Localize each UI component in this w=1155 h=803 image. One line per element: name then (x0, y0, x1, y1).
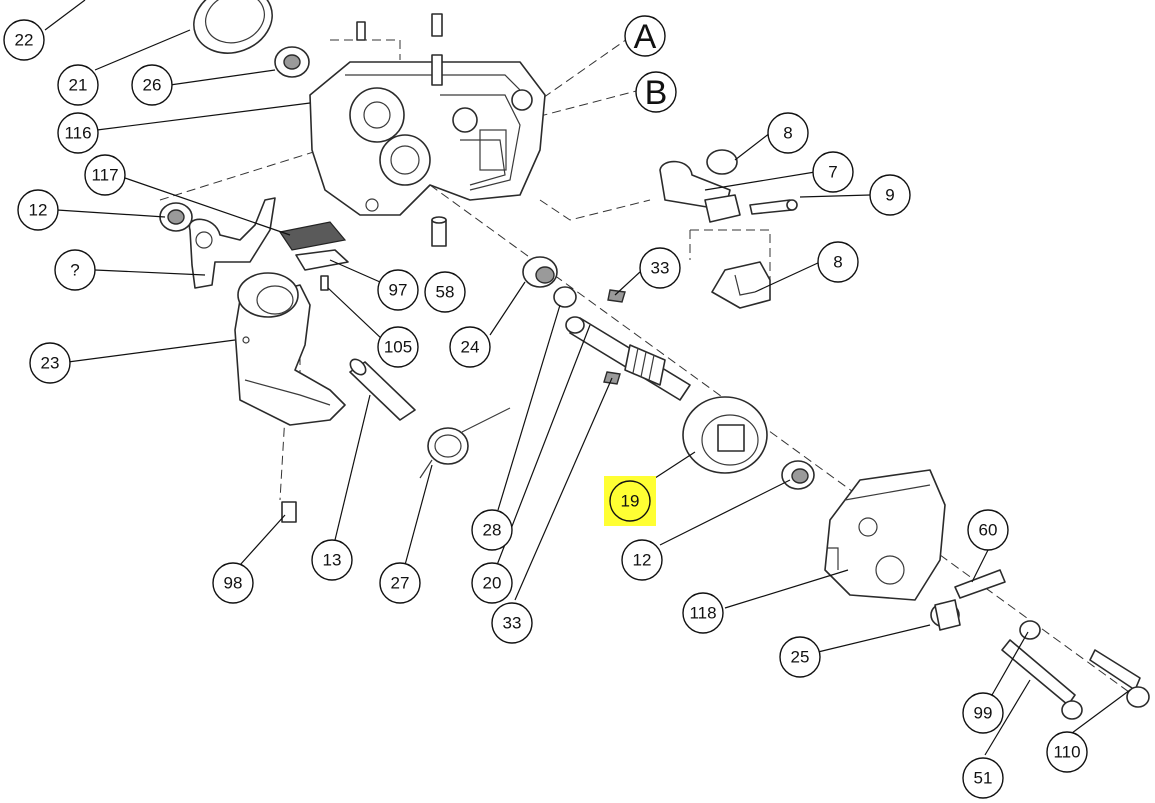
callout-9[interactable]: 9 (869, 174, 911, 216)
leader-lines (44, 0, 1131, 756)
end-housing-118-part (824, 469, 946, 601)
callout-label: 20 (483, 574, 502, 593)
callout-99[interactable]: 99 (962, 692, 1004, 734)
callout-label: 28 (483, 521, 502, 540)
callout-22[interactable]: 22 (3, 19, 45, 61)
callout-116[interactable]: 116 (57, 112, 99, 154)
callout-label: 98 (224, 574, 243, 593)
washer-part (274, 46, 310, 78)
callout-label: ? (70, 261, 79, 280)
callout-label: 51 (974, 769, 993, 788)
callout-label: 117 (91, 166, 118, 185)
callout-label: 25 (791, 648, 810, 667)
link-assembly-part (659, 149, 798, 223)
callout-label: 60 (979, 521, 998, 540)
callout-19-highlighted[interactable]: 19 (604, 476, 656, 526)
reference-label-B: B (645, 74, 668, 112)
bracket-23-part (234, 272, 346, 426)
spring-27-part (419, 407, 511, 479)
callout-33-bottom[interactable]: 33 (491, 602, 533, 644)
callout-105[interactable]: 105 (377, 326, 419, 368)
tube-13-part (349, 358, 416, 421)
callout-label: 110 (1053, 743, 1080, 762)
callout-110[interactable]: 110 (1046, 731, 1088, 773)
pin-58-part (431, 216, 447, 247)
callout-24[interactable]: 24 (449, 326, 491, 368)
washer-28-part (553, 286, 577, 308)
callout-27[interactable]: 27 (379, 562, 421, 604)
callout-60[interactable]: 60 (967, 509, 1009, 551)
clamp-8-part (711, 261, 771, 309)
callout-20[interactable]: 20 (471, 562, 513, 604)
callout-label: 12 (633, 551, 652, 570)
callout-23[interactable]: 23 (29, 342, 71, 384)
callout-label: 12 (29, 201, 48, 220)
callout-label: 8 (833, 253, 842, 272)
callout-51[interactable]: 51 (962, 757, 1004, 799)
lever-part (188, 197, 276, 289)
callout-label: 97 (389, 281, 408, 300)
callout-label: 33 (503, 614, 522, 633)
main-housing-part (309, 13, 546, 216)
callout-118[interactable]: 118 (682, 592, 724, 634)
callout-label: 26 (143, 76, 162, 95)
callout-label: 21 (69, 76, 88, 95)
callout-label: 22 (15, 31, 34, 50)
pin-98-part (281, 501, 297, 523)
shaft-20-part (565, 316, 691, 401)
callout-7[interactable]: 7 (812, 151, 854, 193)
callout-97[interactable]: 97 (377, 269, 419, 311)
callout-label: 33 (651, 259, 670, 278)
callout-26[interactable]: 26 (131, 64, 173, 106)
callout-label: 13 (323, 551, 342, 570)
seal-ring-part (193, 0, 273, 54)
gear-19-part (682, 396, 768, 474)
callout-33-top[interactable]: 33 (639, 247, 681, 289)
bolt-51-part (1001, 639, 1083, 720)
callout-98[interactable]: 98 (212, 562, 254, 604)
callout-12-right[interactable]: 12 (621, 539, 663, 581)
callout-25[interactable]: 25 (779, 636, 821, 678)
callout-21[interactable]: 21 (57, 64, 99, 106)
callout-label: 27 (391, 574, 410, 593)
bushing-24-part (522, 256, 558, 288)
callout-28[interactable]: 28 (471, 509, 513, 551)
callout-unknown[interactable]: ? (54, 249, 96, 291)
callout-label: 23 (41, 354, 60, 373)
callout-label: 7 (828, 163, 837, 182)
reference-marker-A: A (624, 15, 666, 57)
callout-8-top[interactable]: 8 (767, 112, 809, 154)
callout-label: 19 (621, 492, 640, 511)
nut-99-part (1019, 620, 1041, 640)
callout-13[interactable]: 13 (311, 539, 353, 581)
callout-label: 8 (783, 124, 792, 143)
pin-105-part (320, 275, 329, 291)
callout-label: 105 (384, 338, 412, 357)
callout-label: 99 (974, 704, 993, 723)
bolt-110-part (1089, 649, 1150, 708)
reference-label-A: A (634, 18, 657, 56)
callout-12-left[interactable]: 12 (17, 189, 59, 231)
callout-8-bottom[interactable]: 8 (817, 241, 859, 283)
callout-label: 116 (64, 124, 91, 143)
pin-60-part (954, 569, 1006, 599)
callout-label: 24 (461, 338, 480, 357)
callout-58[interactable]: 58 (424, 271, 466, 313)
callout-label: 58 (436, 283, 455, 302)
pad-part (279, 221, 349, 271)
callout-117[interactable]: 117 (84, 154, 126, 196)
callout-label: 9 (885, 186, 894, 205)
reference-marker-B: B (635, 71, 677, 113)
bushing-12-part (781, 460, 815, 490)
callout-label: 118 (689, 604, 716, 623)
plug-25-part (930, 599, 961, 631)
